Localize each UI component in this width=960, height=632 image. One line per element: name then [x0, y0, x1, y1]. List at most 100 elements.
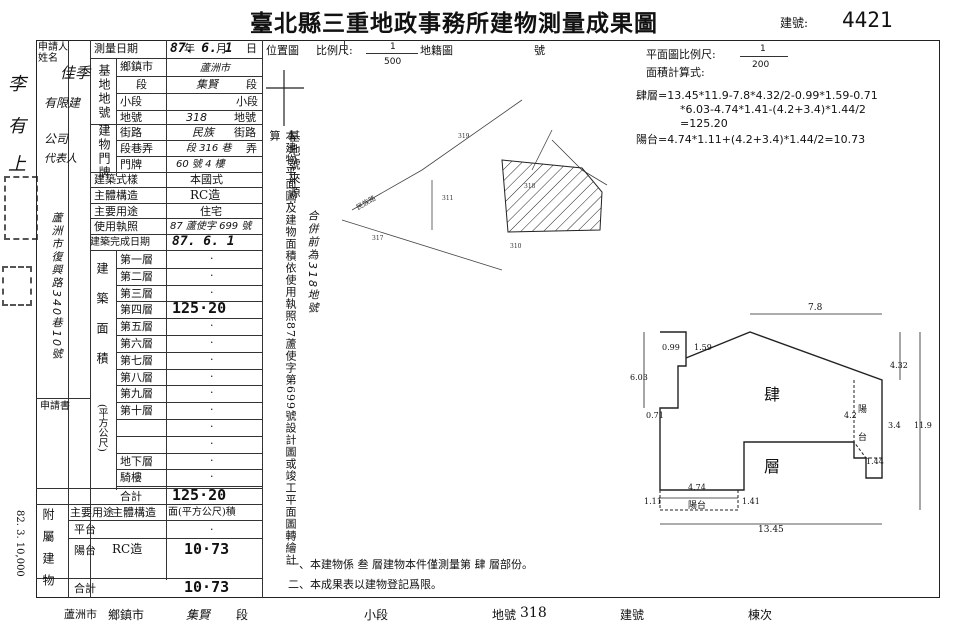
doorplate-row-label: 門牌	[120, 158, 142, 171]
attached-row-area: ·	[210, 523, 214, 536]
side-print-number: 82. 3. 10,000	[14, 510, 25, 577]
balcony-label: 陽	[858, 404, 867, 415]
survey-date-unit-year: 年	[184, 42, 195, 55]
area-formula-line: =125.20	[680, 117, 728, 130]
attached-header-use: 主要用途	[70, 506, 114, 519]
floor-row-value: ·	[210, 453, 214, 467]
footer-subsection-label: 小段	[364, 608, 389, 622]
lot-label: 318	[524, 183, 536, 190]
style-value: 本國式	[190, 173, 223, 186]
use-value: 住宅	[200, 205, 222, 218]
dim-label: 0.71	[646, 411, 664, 420]
land-row-value: 集賢	[196, 78, 218, 91]
lot-label: 311	[442, 195, 453, 202]
subject-lot-hatched	[501, 159, 603, 233]
floor-row-value: ·	[210, 352, 214, 366]
floor-row-value: ·	[210, 285, 214, 299]
floor-row-value: ·	[210, 420, 214, 433]
cadastral-number-label: 號	[534, 44, 545, 57]
floor-row-label: 第九層	[120, 387, 153, 401]
area-formula-line: 陽台=4.74*1.11+(4.2+3.4)*1.44/2=10.73	[636, 133, 866, 146]
completion-label: 建築完成日期	[90, 237, 150, 248]
attached-total-value: 10·73	[184, 578, 230, 596]
land-row-label: 鄉鎮市	[120, 60, 153, 73]
margin-handwriting-2: 有	[8, 116, 26, 137]
area-formula-line: *6.03-4.74*1.41-(4.2+3.4)*1.44/2	[680, 103, 866, 116]
dim-label: 13.45	[758, 525, 784, 535]
road-label: 民族路	[355, 193, 378, 211]
floor-row-value: ·	[210, 369, 214, 383]
floor-plan-scale-den: 200	[752, 60, 770, 70]
dim-label: 4.2	[844, 411, 857, 420]
floor-row-label: 第七層	[120, 353, 153, 367]
lot-boundary	[341, 219, 503, 271]
footer-section: 集賢	[186, 608, 211, 622]
floors-unit-label: (平方公尺)	[96, 404, 107, 452]
use-label: 主要用途	[94, 205, 138, 218]
footer-lot-label: 地號	[492, 608, 517, 622]
floors-total-label: 合計	[120, 490, 142, 503]
floor-row-label: 第一層	[120, 253, 153, 266]
room-label: 肆	[764, 385, 780, 404]
floor-row-value: ·	[210, 336, 214, 349]
dim-label: 3.4	[888, 421, 901, 430]
attached-header-area: 面(平方公尺)積	[168, 507, 236, 518]
doorplate-row-unit: 弄	[246, 142, 257, 155]
note-line: 一、本建物係 叁 層建物本件僅測量第 肆 層部份。	[288, 558, 533, 571]
attached-row-use: 平台	[74, 523, 96, 536]
dim-label: 7.8	[808, 303, 823, 313]
attached-row-use: 陽台	[74, 544, 96, 557]
style-label: 建築式樣	[94, 173, 138, 186]
margin-handwriting-3: 上	[8, 154, 26, 175]
margin-stamp	[4, 176, 38, 240]
balcony-right-dashed	[853, 380, 882, 459]
balcony-label: 台	[858, 431, 867, 443]
attached-group-label: 附屬建物	[41, 508, 55, 596]
land-row-label: 段	[136, 78, 147, 91]
application-address: 蘆洲市復興路340巷10號	[50, 212, 63, 361]
floor-row-value: 125·20	[172, 299, 227, 318]
lot-label: 310	[510, 243, 522, 250]
footer-city-label: 鄉鎮市	[108, 608, 145, 622]
dim-label: 4.74	[688, 483, 706, 492]
floor-outline	[659, 331, 883, 491]
note-line: 二、本成果表以建物登記爲限。	[288, 578, 442, 591]
doorplate-row-value: 60 號 4 樓	[176, 159, 225, 170]
margin-handwriting-1: 李	[8, 74, 26, 95]
land-row-value: 蘆洲市	[200, 63, 230, 74]
applicant-name-1: 佳季	[60, 64, 91, 82]
dim-label: 0.99	[662, 343, 680, 352]
location-map-label: 位置圖	[266, 44, 299, 57]
attached-row-structure: RC造	[112, 542, 143, 556]
doorplate-row-value: 段 316 巷	[186, 143, 232, 154]
floor-row-value: ·	[210, 436, 214, 450]
doorplate-row-unit: 街路	[234, 126, 256, 139]
floor-row-label: 第六層	[120, 337, 153, 350]
footer-city: 蘆洲市	[64, 608, 97, 621]
survey-date-value: 87. 6. 1	[170, 41, 233, 56]
dim-label: 1.41	[742, 497, 760, 506]
land-group-label: 基地地號	[97, 64, 111, 120]
source-note-text: 本建物平面圖及建物面積依使用執照87蘆使字第699號設計圖或竣工平面圖轉繪計算	[268, 130, 297, 566]
license-label: 使用執照	[94, 220, 138, 233]
floor-row-label: 第五層	[120, 320, 153, 334]
applicant-label: 申請人姓名	[38, 42, 68, 64]
floor-row-label: 騎樓	[120, 471, 142, 485]
footer-order-label: 棟次	[748, 608, 773, 622]
completion-value: 87. 6. 1	[172, 234, 235, 249]
footer-lot-value: 318	[520, 605, 547, 621]
floor-row-value: ·	[210, 386, 214, 400]
survey-date-unit-month: 月	[216, 42, 227, 55]
floor-plan-scale-num: 1	[760, 44, 766, 54]
document-title: 臺北縣三重地政事務所建物測量成果圖	[250, 10, 658, 37]
land-row-label: 地號	[120, 111, 142, 124]
applicant-name-4: 代表人	[44, 152, 77, 165]
doorplate-group-label: 建物門牌	[97, 124, 111, 180]
area-calc-label: 面積計算式:	[646, 66, 705, 79]
floor-row-value: ·	[210, 319, 214, 333]
area-formula-line: 肆層=13.45*11.9-7.8*4.32/2-0.99*1.59-0.71	[636, 89, 878, 102]
doorplate-row-label: 段巷弄	[120, 142, 153, 155]
road-boundary	[351, 99, 523, 211]
margin-stamp-2	[2, 266, 32, 306]
room-label: 層	[764, 457, 780, 476]
